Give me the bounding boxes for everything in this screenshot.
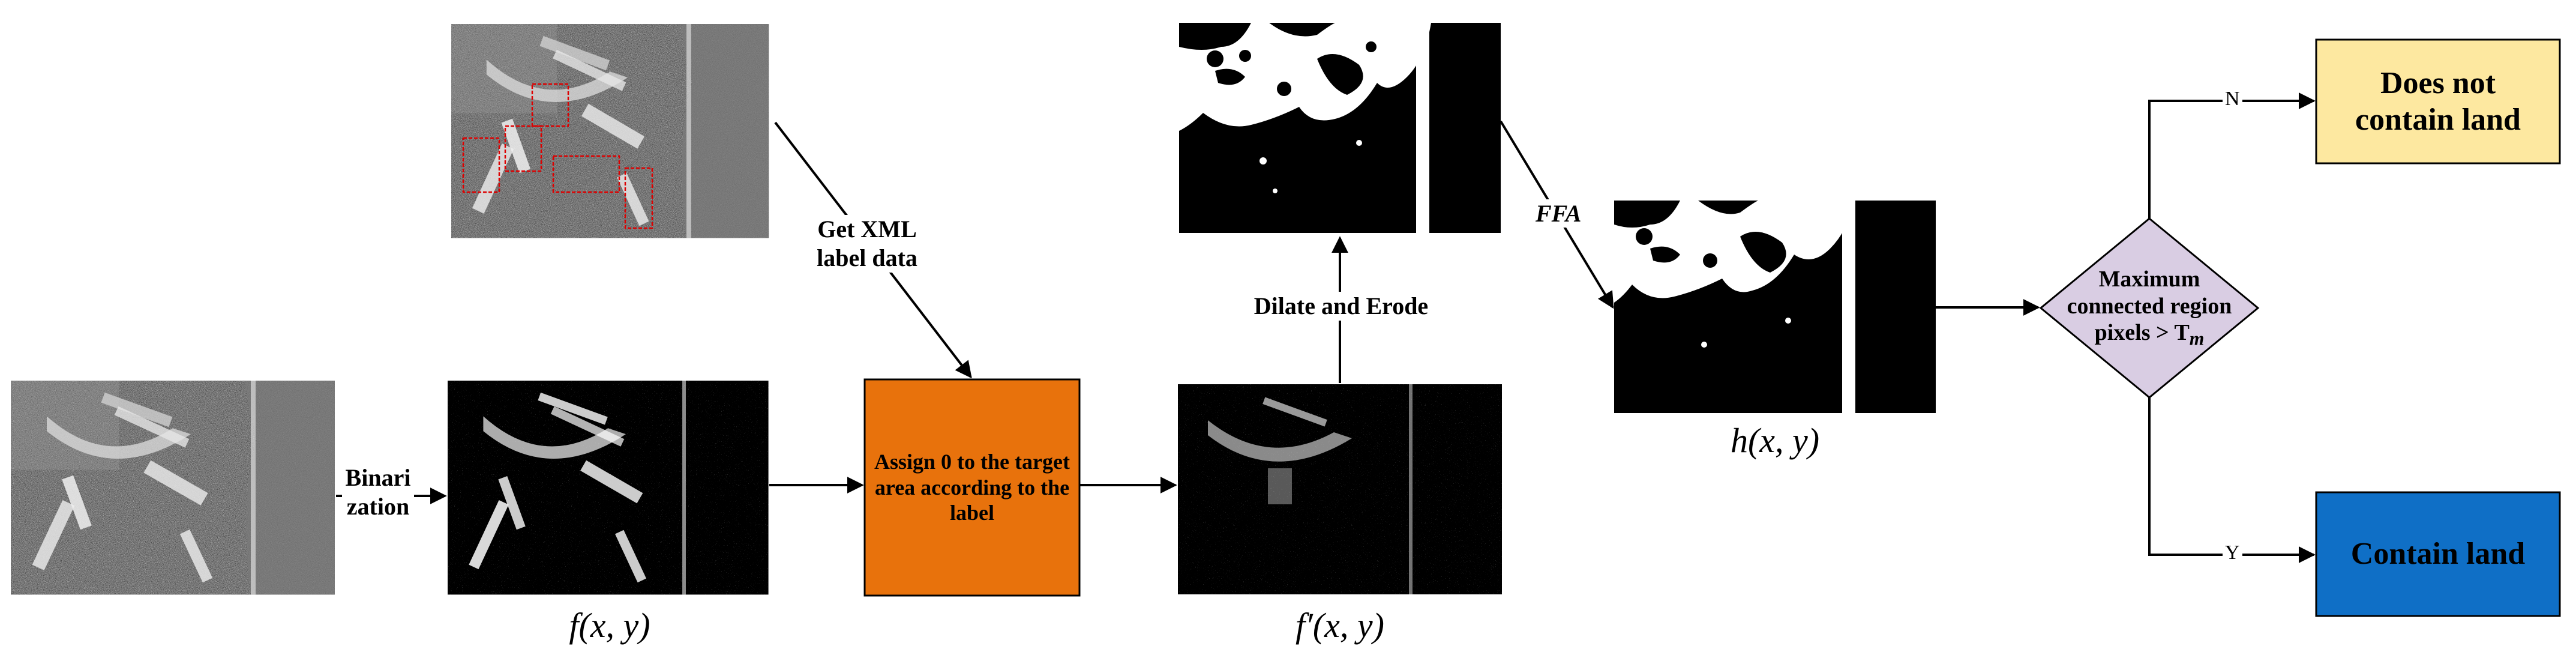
arrow-no-branch — [2148, 92, 2316, 219]
does-not-contain-land-box — [2315, 38, 2561, 165]
decision-main-text: Maximum connected region pixels > T — [2067, 266, 2232, 346]
assign-zero-box — [863, 378, 1081, 597]
decision-subscript: m — [2189, 328, 2205, 349]
ffa-label: FFA — [1533, 199, 1584, 228]
sar-harbor-with-target-boxes-panel — [451, 24, 769, 238]
fprime-label: f′(x, y) — [1296, 606, 1384, 645]
target-removed-image-panel — [1178, 384, 1502, 594]
dilated-eroded-mask-panel — [1179, 23, 1501, 233]
get-xml-label: Get XML label data — [798, 215, 936, 273]
does-not-contain-land-text: Does not contain land — [2355, 65, 2521, 137]
yes-branch-label: Y — [2223, 542, 2242, 564]
arrow-yes-branch — [2148, 397, 2316, 563]
assign-box-text: Assign 0 to the target area according to… — [874, 450, 1070, 525]
contain-land-text: Contain land — [2350, 537, 2526, 572]
sar-harbor-original-panel — [11, 381, 335, 594]
binarization-label: Binari zation — [342, 463, 414, 521]
ffa-land-mask-panel — [1614, 201, 1936, 413]
decision-text: Maximum connected region pixels > Tm — [2064, 246, 2235, 370]
hxy-label: h(x, y) — [1730, 421, 1820, 460]
contain-land-box — [2315, 491, 2561, 617]
binarized-image-panel — [448, 381, 769, 594]
dilate-erode-label: Dilate and Erode — [1230, 292, 1452, 321]
fxy-label: f(x, y) — [569, 606, 650, 645]
no-branch-label: N — [2223, 88, 2242, 110]
